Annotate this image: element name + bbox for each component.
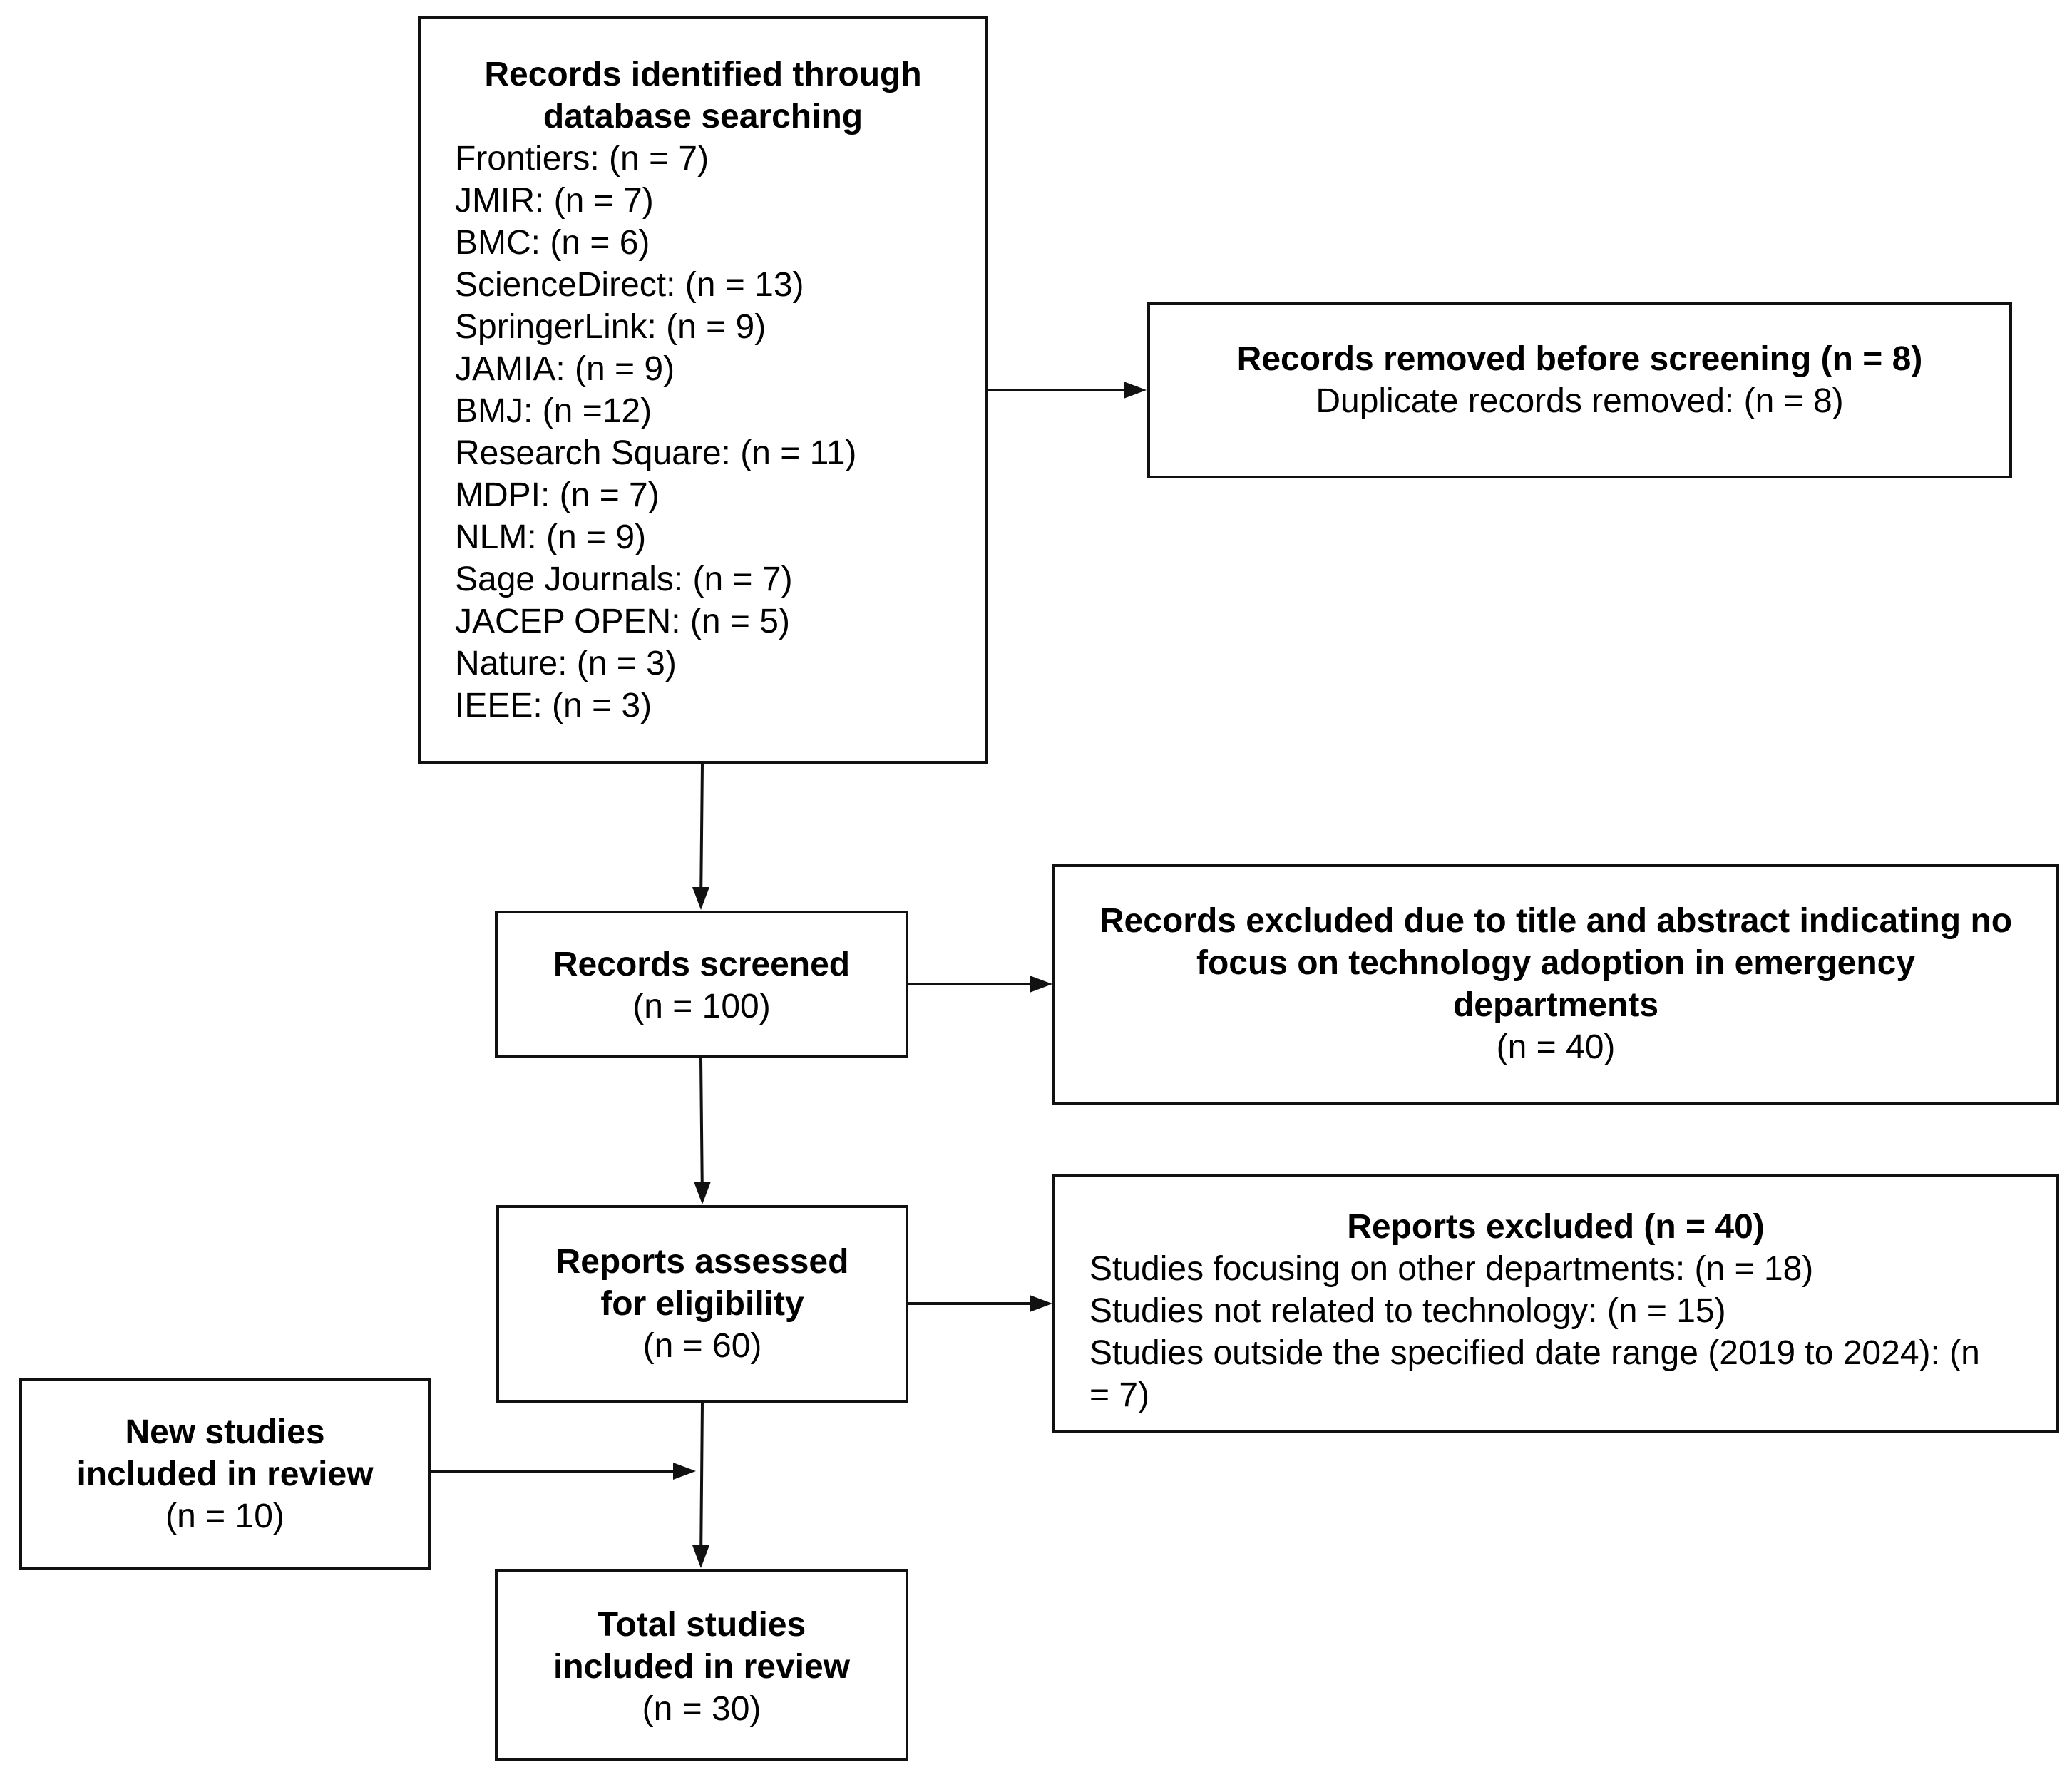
total-studies-title-line-1: Total studies (597, 1606, 806, 1644)
source-nature: Nature: (n = 3) (455, 645, 677, 682)
reports-assessed-box: Reports assessed for eligibility (n = 60… (496, 1205, 908, 1403)
total-studies-box: Total studies included in review (n = 30… (495, 1569, 908, 1761)
source-mdpi: MDPI: (n = 7) (455, 476, 660, 514)
source-bmc: BMC: (n = 6) (455, 224, 650, 262)
source-sage-journals: Sage Journals: (n = 7) (455, 560, 793, 598)
records-removed-box: Records removed before screening (n = 8)… (1147, 302, 2012, 478)
records-removed-title: Records removed before screening (n = 8) (1236, 340, 1923, 378)
arrowhead-screened-to-assessed (694, 1182, 711, 1204)
arrowhead-screened-to-excluded (1030, 976, 1052, 993)
records-identified-box: Records identified through database sear… (418, 16, 988, 764)
reports-excluded-box: Reports excluded (n = 40) Studies focusi… (1052, 1174, 2059, 1433)
arrowhead-assessed-to-reports-excluded (1030, 1295, 1052, 1312)
source-springerlink: SpringerLink: (n = 9) (455, 308, 766, 346)
source-jamia: JAMIA: (n = 9) (455, 350, 675, 388)
total-studies-count: (n = 30) (642, 1690, 761, 1728)
source-jacep-open: JACEP OPEN: (n = 5) (455, 603, 790, 640)
reports-assessed-title-line-2: for eligibility (600, 1285, 804, 1323)
reports-excluded-reason-other-departments: Studies focusing on other departments: (… (1089, 1250, 1814, 1288)
reports-excluded-reason-not-technology: Studies not related to technology: (n = … (1089, 1292, 1726, 1330)
arrowhead-identified-to-removed (1124, 382, 1147, 399)
records-screened-box: Records screened (n = 100) (495, 911, 908, 1058)
records-excluded-box: Records excluded due to title and abstra… (1052, 864, 2059, 1105)
new-studies-count: (n = 10) (165, 1497, 284, 1535)
arrowhead-new-studies-to-total (673, 1463, 696, 1480)
source-nlm: NLM: (n = 9) (455, 518, 647, 556)
new-studies-title-line-2: included in review (76, 1455, 374, 1493)
arrow-screened-to-assessed (699, 1058, 704, 1201)
records-excluded-title-line-2: focus on technology adoption in emergenc… (1196, 944, 1916, 982)
reports-excluded-reason-date-range: Studies outside the specified date range… (1089, 1334, 1980, 1372)
arrowhead-assessed-to-total (692, 1545, 709, 1568)
records-identified-title-line-1: Records identified through (484, 56, 922, 93)
reports-excluded-reason-date-range-count: = 7) (1089, 1376, 1150, 1414)
reports-excluded-title: Reports excluded (n = 40) (1347, 1208, 1765, 1246)
source-jmir: JMIR: (n = 7) (455, 182, 654, 220)
source-research-square: Research Square: (n = 11) (455, 434, 857, 472)
records-screened-count: (n = 100) (632, 988, 771, 1025)
records-excluded-title-line-3: departments (1452, 986, 1659, 1024)
source-ieee: IEEE: (n = 3) (455, 687, 652, 724)
new-studies-box: New studies included in review (n = 10) (19, 1378, 431, 1570)
reports-assessed-count: (n = 60) (642, 1327, 762, 1365)
arrow-identified-to-screened (699, 763, 704, 906)
records-excluded-count: (n = 40) (1496, 1028, 1616, 1066)
records-screened-title: Records screened (553, 946, 851, 983)
total-studies-title-line-2: included in review (553, 1648, 851, 1686)
source-bmj: BMJ: (n =12) (455, 392, 652, 430)
source-frontiers: Frontiers: (n = 7) (455, 140, 709, 178)
source-sciencedirect: ScienceDirect: (n = 13) (455, 266, 804, 304)
arrowhead-identified-to-screened (692, 887, 709, 910)
records-removed-detail: Duplicate records removed: (n = 8) (1315, 382, 1844, 420)
new-studies-title-line-1: New studies (125, 1413, 325, 1451)
records-identified-title-line-2: database searching (543, 98, 863, 135)
records-excluded-title-line-1: Records excluded due to title and abstra… (1099, 902, 2013, 940)
reports-assessed-title-line-1: Reports assessed (555, 1243, 849, 1281)
arrow-assessed-to-total (699, 1402, 704, 1565)
